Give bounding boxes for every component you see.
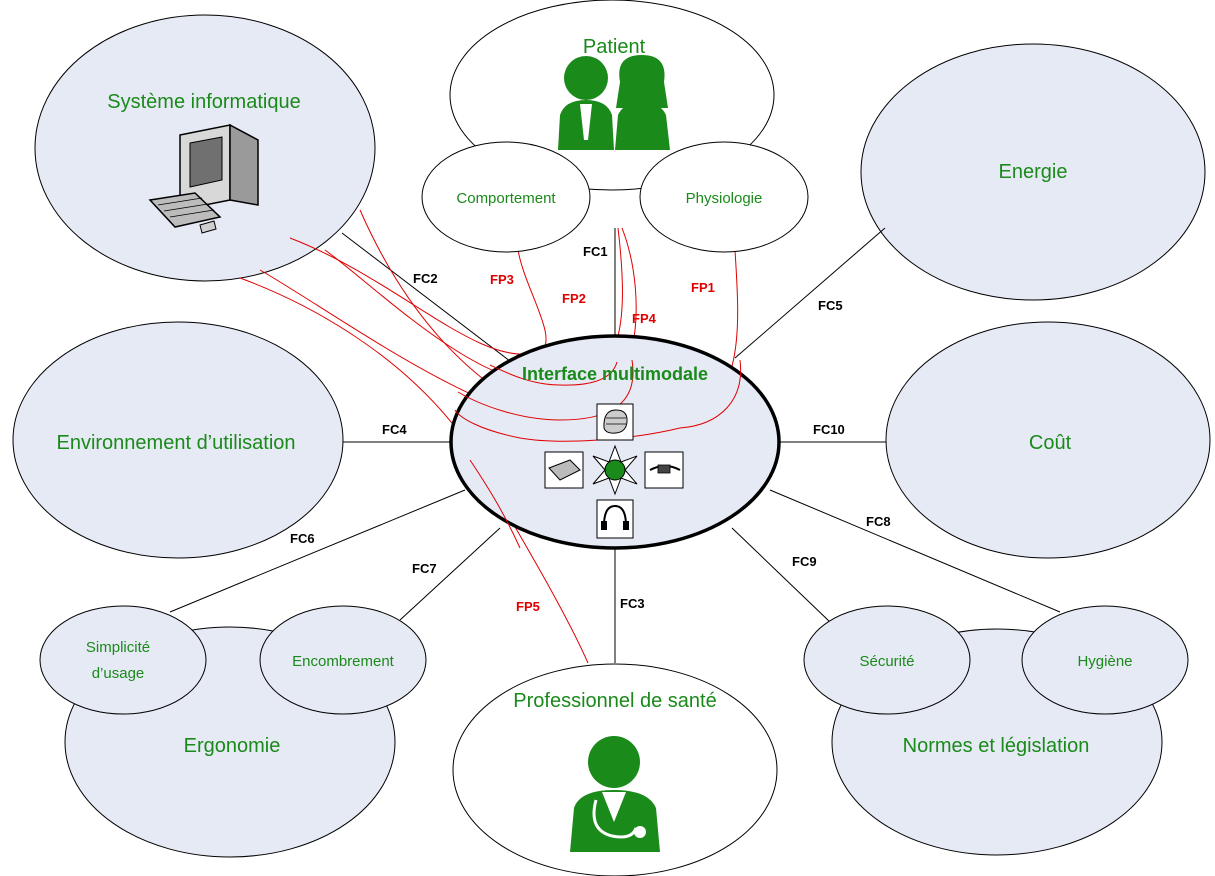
fp1-label: FP1 <box>691 280 715 295</box>
fp5-overlay <box>469 459 521 549</box>
fc10-label: FC10 <box>813 422 845 437</box>
environnement-ellipse <box>12 321 344 559</box>
fp5-label: FP5 <box>516 599 540 614</box>
simplicite-ellipse <box>39 605 207 715</box>
fp2-label: FP2 <box>562 291 586 306</box>
professionnel-label: Professionnel de santé <box>513 690 716 712</box>
modality-icons <box>544 403 684 539</box>
hygiene-ellipse <box>1021 605 1189 715</box>
encombrement-ellipse <box>259 605 427 715</box>
computer-icon <box>148 123 259 234</box>
physiologie-label: Physiologie <box>686 190 763 207</box>
fc6-label: FC6 <box>290 531 315 546</box>
hygiene-label: Hygiène <box>1077 653 1132 670</box>
environnement-label: Environnement d’utilisation <box>56 432 295 454</box>
fc2-label: FC2 <box>413 271 438 286</box>
fc-lines <box>169 227 1061 663</box>
fp3-curve <box>289 237 547 355</box>
patient-ellipse <box>449 0 775 191</box>
securite-ellipse <box>803 605 971 715</box>
comportement-ellipse <box>421 141 591 253</box>
fp4-overlay <box>457 359 634 421</box>
fc5-label: FC5 <box>818 298 843 313</box>
fc1-label: FC1 <box>583 244 608 259</box>
interface-title: Interface multimodale <box>522 364 708 384</box>
ergonomie-label: Ergonomie <box>184 735 281 757</box>
securite-label: Sécurité <box>859 653 914 670</box>
fc7-line <box>399 527 501 621</box>
fp2-overlay <box>489 361 618 386</box>
encombrement-label: Encombrement <box>292 653 395 670</box>
physiologie-ellipse <box>639 141 809 253</box>
simplicite-label-1: Simplicité <box>86 639 150 656</box>
fp3-label: FP3 <box>490 272 514 287</box>
fc6-line <box>169 489 466 613</box>
fc8-label: FC8 <box>866 514 891 529</box>
energie-label: Energie <box>999 161 1068 183</box>
central-star-icon <box>592 444 638 496</box>
interface-ellipse <box>449 334 781 550</box>
fc3-label: FC3 <box>620 596 645 611</box>
doctor-icon <box>570 736 660 852</box>
fc9-label: FC9 <box>792 554 817 569</box>
fp4-label: FP4 <box>632 311 657 326</box>
fc5-line <box>734 227 886 359</box>
comportement-label: Comportement <box>456 190 556 207</box>
systeme-label: Système informatique <box>107 91 300 113</box>
patient-couple-icon <box>558 55 670 150</box>
normes-label: Normes et législation <box>903 735 1090 757</box>
fc9-line <box>731 527 831 623</box>
cout-ellipse <box>885 321 1211 559</box>
fc7-label: FC7 <box>412 561 437 576</box>
fc8-line <box>769 489 1061 613</box>
energie-ellipse <box>860 43 1206 301</box>
cout-label: Coût <box>1029 432 1072 454</box>
fc4-label: FC4 <box>382 422 407 437</box>
fc2-line <box>341 232 516 366</box>
patient-label: Patient <box>583 36 646 58</box>
simplicite-label-2: d’usage <box>92 665 145 682</box>
